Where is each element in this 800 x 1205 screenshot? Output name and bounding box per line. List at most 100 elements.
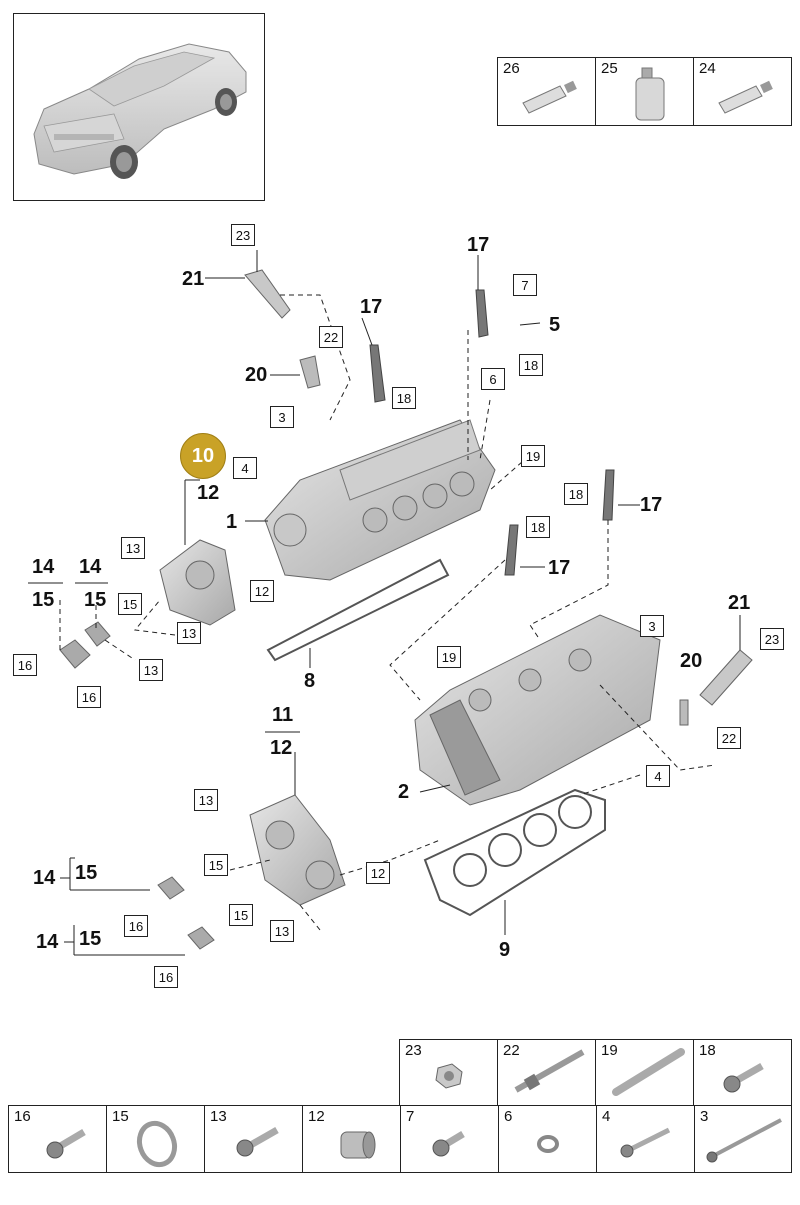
callout-12[interactable]: 12 [197, 482, 220, 504]
callout-12[interactable]: 12 [270, 737, 293, 759]
part-cell-3: 3 [694, 1105, 792, 1173]
callout-17[interactable]: 17 [360, 296, 383, 318]
callout-13[interactable]: 13 [139, 659, 163, 681]
callout-17[interactable]: 17 [640, 494, 663, 516]
gasket-9 [423, 788, 606, 917]
cylinder-head-2 [414, 614, 661, 806]
callout-22[interactable]: 22 [717, 727, 741, 749]
part-cell-18: 18 [693, 1039, 792, 1106]
part-number: 25 [601, 60, 618, 77]
callout-18[interactable]: 18 [392, 387, 416, 409]
part-cell-22: 22 [497, 1039, 596, 1106]
vehicle-thumbnail [13, 13, 265, 201]
callout-14[interactable]: 14 [33, 867, 56, 889]
part-cell-13: 13 [204, 1105, 303, 1173]
callout-15[interactable]: 15 [118, 593, 142, 615]
part-cell-7: 7 [400, 1105, 499, 1173]
callout-6[interactable]: 6 [481, 368, 505, 390]
callout-15[interactable]: 15 [32, 589, 55, 611]
pin-icon [612, 1048, 685, 1096]
callout-14[interactable]: 14 [36, 931, 59, 953]
callout-3[interactable]: 3 [270, 406, 294, 428]
bolt-icon [432, 1130, 465, 1157]
callout-16[interactable]: 16 [13, 654, 37, 676]
part-cell-19: 19 [595, 1039, 694, 1106]
callout-13[interactable]: 13 [194, 789, 218, 811]
bolt-icon [46, 1128, 86, 1159]
callout-3[interactable]: 3 [640, 615, 664, 637]
callout-7[interactable]: 7 [513, 274, 537, 296]
callout-18[interactable]: 18 [519, 354, 543, 376]
callout-11[interactable]: 11 [272, 704, 294, 726]
part-cell-26: 26 [497, 57, 596, 126]
callout-21[interactable]: 21 [728, 592, 751, 614]
callout-12[interactable]: 12 [250, 580, 274, 602]
part-number: 15 [112, 1108, 129, 1125]
tube-icon [718, 80, 773, 114]
callout-9[interactable]: 9 [499, 939, 511, 961]
long-bolt-icon [706, 1118, 782, 1163]
callout-14[interactable]: 14 [32, 556, 55, 578]
callout-16[interactable]: 16 [77, 686, 101, 708]
callout-1[interactable]: 1 [226, 511, 238, 533]
cylinder-head-1 [264, 419, 496, 581]
cover-upper [159, 539, 236, 626]
part-cell-12: 12 [302, 1105, 401, 1173]
callout-13[interactable]: 13 [270, 920, 294, 942]
part-number: 3 [700, 1108, 709, 1125]
callout-19[interactable]: 19 [521, 445, 545, 467]
callout-16[interactable]: 16 [124, 915, 148, 937]
part-cell-15: 15 [106, 1105, 205, 1173]
callout-22[interactable]: 22 [319, 326, 343, 348]
callout-16[interactable]: 16 [154, 966, 178, 988]
part-number: 26 [503, 60, 520, 77]
sleeve-icon [340, 1131, 376, 1159]
callout-4[interactable]: 4 [646, 765, 670, 787]
callout-4[interactable]: 4 [233, 457, 257, 479]
washer-icon [537, 1135, 559, 1153]
callout-15[interactable]: 15 [84, 589, 107, 611]
part-cell-4: 4 [596, 1105, 695, 1173]
highlighted-callout-10[interactable]: 10 [180, 433, 226, 479]
callout-19[interactable]: 19 [437, 646, 461, 668]
part-number: 6 [504, 1108, 513, 1125]
callout-12[interactable]: 12 [366, 862, 390, 884]
callout-15[interactable]: 15 [229, 904, 253, 926]
callout-17[interactable]: 17 [467, 234, 490, 256]
tube-icon [522, 80, 577, 114]
callout-15[interactable]: 15 [204, 854, 228, 876]
part-cell-24: 24 [693, 57, 792, 126]
callout-8[interactable]: 8 [304, 670, 316, 692]
callout-15[interactable]: 15 [75, 862, 98, 884]
part-cell-23: 23 [399, 1039, 498, 1106]
callout-17[interactable]: 17 [548, 557, 571, 579]
callout-13[interactable]: 13 [121, 537, 145, 559]
callout-23[interactable]: 23 [760, 628, 784, 650]
part-number: 19 [601, 1042, 618, 1059]
ring-icon [136, 1120, 178, 1168]
callout-18[interactable]: 18 [564, 483, 588, 505]
callout-18[interactable]: 18 [526, 516, 550, 538]
bolt-icon [236, 1126, 279, 1157]
part-number: 16 [14, 1108, 31, 1125]
cover-lower [249, 794, 346, 906]
part-cell-25: 25 [595, 57, 694, 126]
callout-21[interactable]: 21 [182, 268, 205, 290]
callout-13[interactable]: 13 [177, 622, 201, 644]
callout-5[interactable]: 5 [549, 314, 561, 336]
callout-20[interactable]: 20 [245, 364, 268, 386]
part-number: 24 [699, 60, 716, 77]
stud-icon [514, 1049, 585, 1093]
part-number: 7 [406, 1108, 415, 1125]
nut-icon [435, 1063, 463, 1089]
part-cell-6: 6 [498, 1105, 597, 1173]
bolt-icon [620, 1127, 671, 1158]
callout-15[interactable]: 15 [79, 928, 102, 950]
callout-14[interactable]: 14 [79, 556, 102, 578]
callout-23[interactable]: 23 [231, 224, 255, 246]
part-number: 22 [503, 1042, 520, 1059]
callout-20[interactable]: 20 [680, 650, 703, 672]
part-cell-16: 16 [8, 1105, 107, 1173]
callout-2[interactable]: 2 [398, 781, 410, 803]
